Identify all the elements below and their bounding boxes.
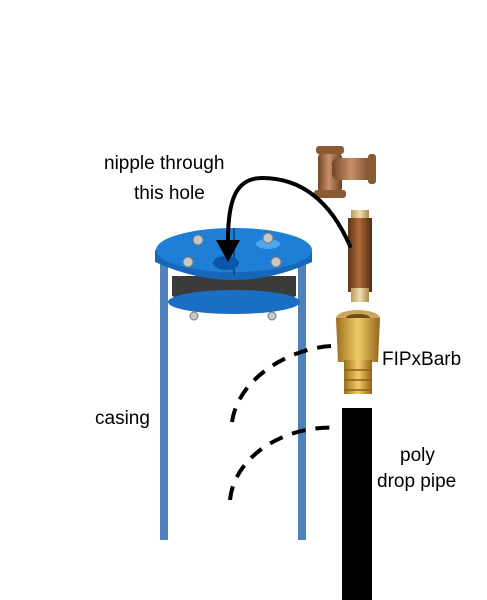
casing-label: casing [95, 408, 150, 429]
well-seal [155, 228, 312, 321]
nipple-hole-label-line1: nipple through [104, 153, 225, 174]
bolt-nut [189, 311, 199, 321]
adapter-hex-body [336, 318, 380, 362]
poly-drop-pipe-label-line1: poly [400, 445, 435, 466]
nipple-top-thread [351, 210, 369, 220]
brass-nipple [348, 210, 372, 302]
nipple-bottom-thread [351, 288, 369, 302]
seal-nipple-hole [213, 256, 239, 270]
arrow-head-icon [216, 240, 240, 262]
elbow-side-rim [368, 154, 376, 184]
seal-center-highlight [256, 239, 280, 249]
elbow-bottom-rim [314, 190, 346, 198]
bolt-head [192, 234, 204, 246]
casing-pipes [160, 262, 306, 540]
dashed-arc-upper [230, 344, 333, 423]
poly-drop-pipe [342, 408, 372, 600]
poly-drop-pipe-label-line2: drop pipe [377, 471, 457, 492]
bolt-nut [267, 311, 277, 321]
dashed-arc-lower [228, 425, 339, 501]
elbow-fitting [314, 146, 376, 198]
casing-right-wall [298, 262, 306, 540]
nipple-hole-label-line2: this hole [134, 183, 205, 204]
elbow-horizontal-body [332, 158, 374, 180]
seal-bolts [182, 232, 282, 321]
fip-barb-adapter [336, 310, 380, 394]
arrow-curve [226, 175, 352, 248]
elbow-top-rim [316, 146, 344, 154]
nipple-body [348, 218, 372, 292]
bolt-head [182, 256, 194, 268]
bolt-head [262, 232, 274, 244]
curved-arrow [216, 175, 352, 262]
fip-barb-label: FIPxBarb [382, 349, 462, 370]
seal-bottom-plate [168, 290, 300, 314]
adapter-barb-stem [344, 360, 372, 394]
bolt-head [270, 256, 282, 268]
casing-left-wall [160, 262, 168, 540]
